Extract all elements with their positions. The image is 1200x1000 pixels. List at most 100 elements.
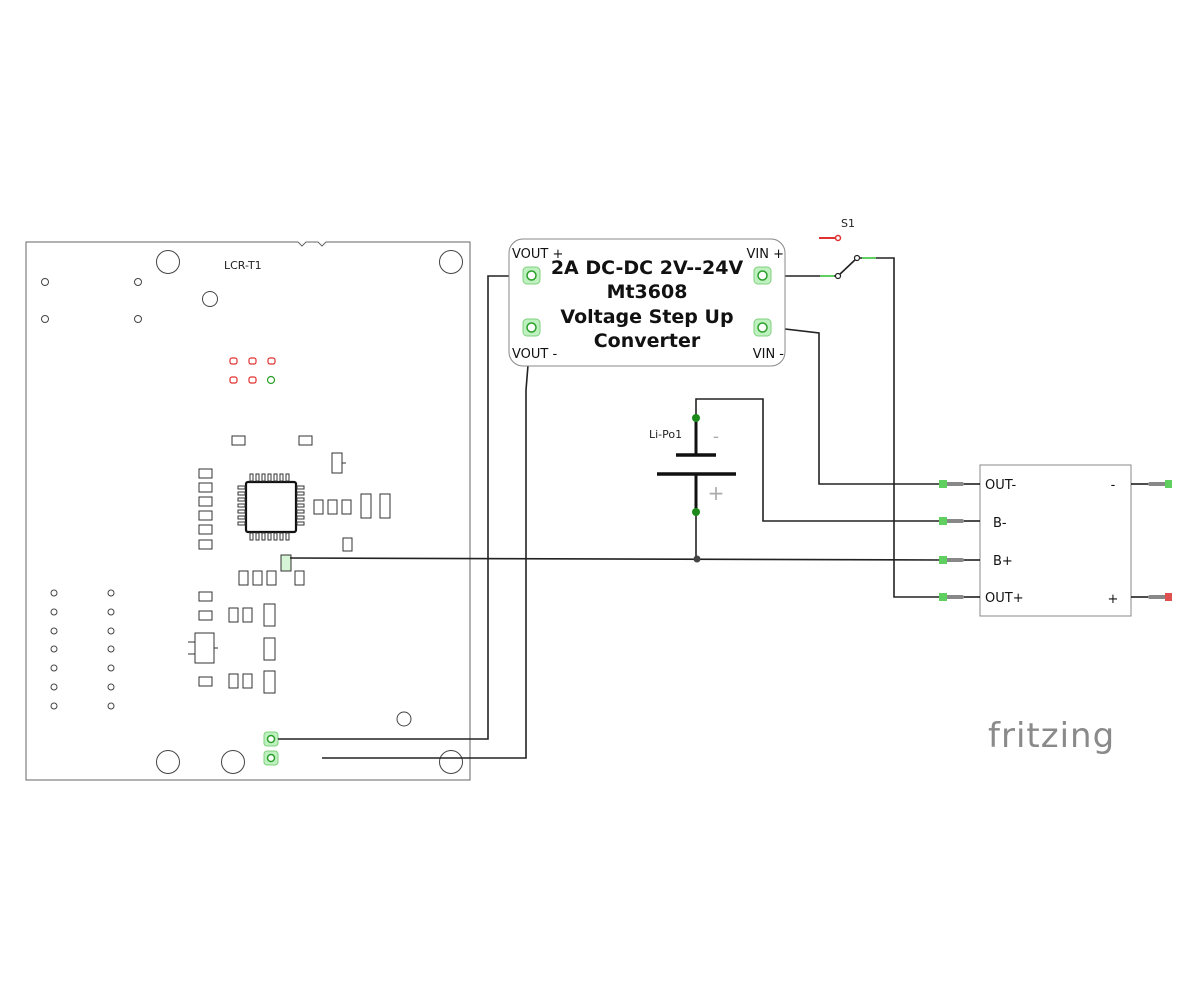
charger-outline	[979, 464, 1132, 617]
switch-pivot	[853, 254, 861, 262]
charger-pin-label-out-plus: OUT+	[985, 591, 1024, 606]
smd-resistor	[198, 510, 213, 521]
converter-title-line-1: 2A DC-DC 2V--24V	[551, 257, 744, 279]
lcr-power-pin-negative-dot	[266, 753, 276, 763]
battery-terminal-positive[interactable]	[692, 508, 700, 516]
smd-cap	[342, 537, 353, 552]
smd-cap	[242, 673, 253, 689]
vout-plus-label: VOUT +	[512, 247, 563, 262]
charger-right-minus-label: -	[1111, 478, 1116, 493]
red-pad	[229, 376, 238, 384]
charger-pin-label-out-minus: OUT-	[985, 478, 1016, 493]
pad-hole	[41, 315, 49, 323]
small-hole	[202, 291, 218, 307]
voltage-regulator	[188, 632, 218, 664]
wire-vin-minus-to-outminus	[767, 326, 940, 485]
smd-resistor	[198, 610, 213, 621]
charger-pin-b-plus-end	[939, 556, 947, 564]
green-pad	[266, 375, 276, 385]
smd-resistor	[198, 482, 213, 493]
smd-resistor	[198, 524, 213, 535]
red-pad	[248, 357, 257, 365]
wire-switch-to-outplus	[857, 257, 940, 598]
vout-minus-label: VOUT -	[512, 347, 557, 362]
smd-cap	[298, 435, 313, 446]
dc-dc-converter[interactable]: 2A DC-DC 2V--24V Mt3608 Voltage Step Up …	[508, 238, 786, 367]
battery-minus-sign: -	[713, 427, 719, 447]
charger-right-pin-minus-end	[1165, 480, 1172, 488]
lipo-battery[interactable]: Li-Po1 - +	[649, 414, 736, 516]
smd-cap	[231, 435, 246, 446]
smd-cap	[341, 499, 352, 515]
lcr-power-pin-positive-dot	[266, 734, 276, 744]
charger-right-pin-plus-end	[1165, 593, 1172, 601]
charger-pin-out-minus-end	[939, 480, 947, 488]
battery-plus-sign: +	[708, 481, 725, 505]
fritzing-logo: fritzing	[988, 716, 1115, 756]
switch-lever	[837, 257, 858, 277]
mount-hole-bottom-left	[156, 750, 180, 774]
mount-hole-top-left	[156, 250, 180, 274]
lcr-t1-module[interactable]: LCR-T1	[25, 241, 471, 781]
smd-cap	[228, 673, 239, 689]
smd-cap	[294, 570, 305, 586]
smd-cap	[252, 570, 263, 586]
smd-cap	[266, 570, 277, 586]
converter-title-line-2: Mt3608	[607, 281, 688, 303]
switch-unused-contact	[834, 234, 842, 242]
smd-cap	[327, 499, 338, 515]
smd-transistor	[263, 637, 276, 661]
red-pad	[229, 357, 238, 365]
vout-minus-pin-dot	[526, 322, 537, 333]
smd-transistor	[263, 603, 276, 627]
converter-outline	[508, 238, 786, 367]
wire-vout-plus-to-lcr	[278, 275, 526, 740]
smd-resistor	[198, 468, 213, 479]
charger-pin-b-minus-end	[939, 517, 947, 525]
smd-cap	[313, 499, 324, 515]
charger-pin-label-b-plus: B+	[993, 554, 1013, 569]
switch-label: S1	[841, 217, 855, 230]
smd-resistor	[198, 676, 213, 687]
highlighted-component	[280, 554, 292, 572]
red-pad	[248, 376, 257, 384]
vin-minus-pin-dot	[757, 322, 768, 333]
smd-cap	[238, 570, 249, 586]
switch-contact	[834, 272, 842, 280]
smd-cap-large	[379, 493, 391, 519]
wire-bplus	[289, 557, 941, 561]
charger-right-plus-label: +	[1108, 592, 1119, 607]
lcr-label: LCR-T1	[224, 259, 262, 272]
vin-plus-label: VIN +	[747, 247, 784, 262]
vout-plus-pin-dot	[526, 270, 537, 281]
wire-battery-minus-to-bminus	[695, 398, 940, 522]
smd-cap-large	[360, 493, 372, 519]
switch-s1[interactable]: S1	[819, 217, 876, 280]
battery-label: Li-Po1	[649, 428, 682, 441]
pin-header-left	[50, 589, 115, 710]
vin-minus-label: VIN -	[753, 347, 785, 362]
junction-dot	[693, 555, 701, 563]
smd-resistor	[198, 539, 213, 550]
pad-hole	[134, 278, 142, 286]
red-pad	[267, 357, 276, 365]
mount-hole-top-right	[439, 250, 463, 274]
charger-module[interactable]: OUT- B- B+ OUT+ - +	[939, 464, 1172, 617]
battery-terminal-negative[interactable]	[692, 414, 700, 422]
converter-title-line-3: Voltage Step Up	[560, 306, 733, 328]
small-hole	[396, 711, 412, 727]
pad-hole	[41, 278, 49, 286]
smd-cap	[242, 607, 253, 623]
converter-title-line-4: Converter	[594, 330, 701, 352]
mcu-chip	[237, 473, 305, 541]
smd-cap	[228, 607, 239, 623]
smd-resistor	[198, 591, 213, 602]
smd-transistor	[263, 670, 276, 694]
mount-hole-bottom-mid	[221, 750, 245, 774]
smd-transistor	[331, 452, 343, 474]
charger-pin-out-plus-end	[939, 593, 947, 601]
mount-hole-bottom-right	[439, 750, 463, 774]
pad-hole	[134, 315, 142, 323]
vin-plus-pin-dot	[757, 270, 768, 281]
